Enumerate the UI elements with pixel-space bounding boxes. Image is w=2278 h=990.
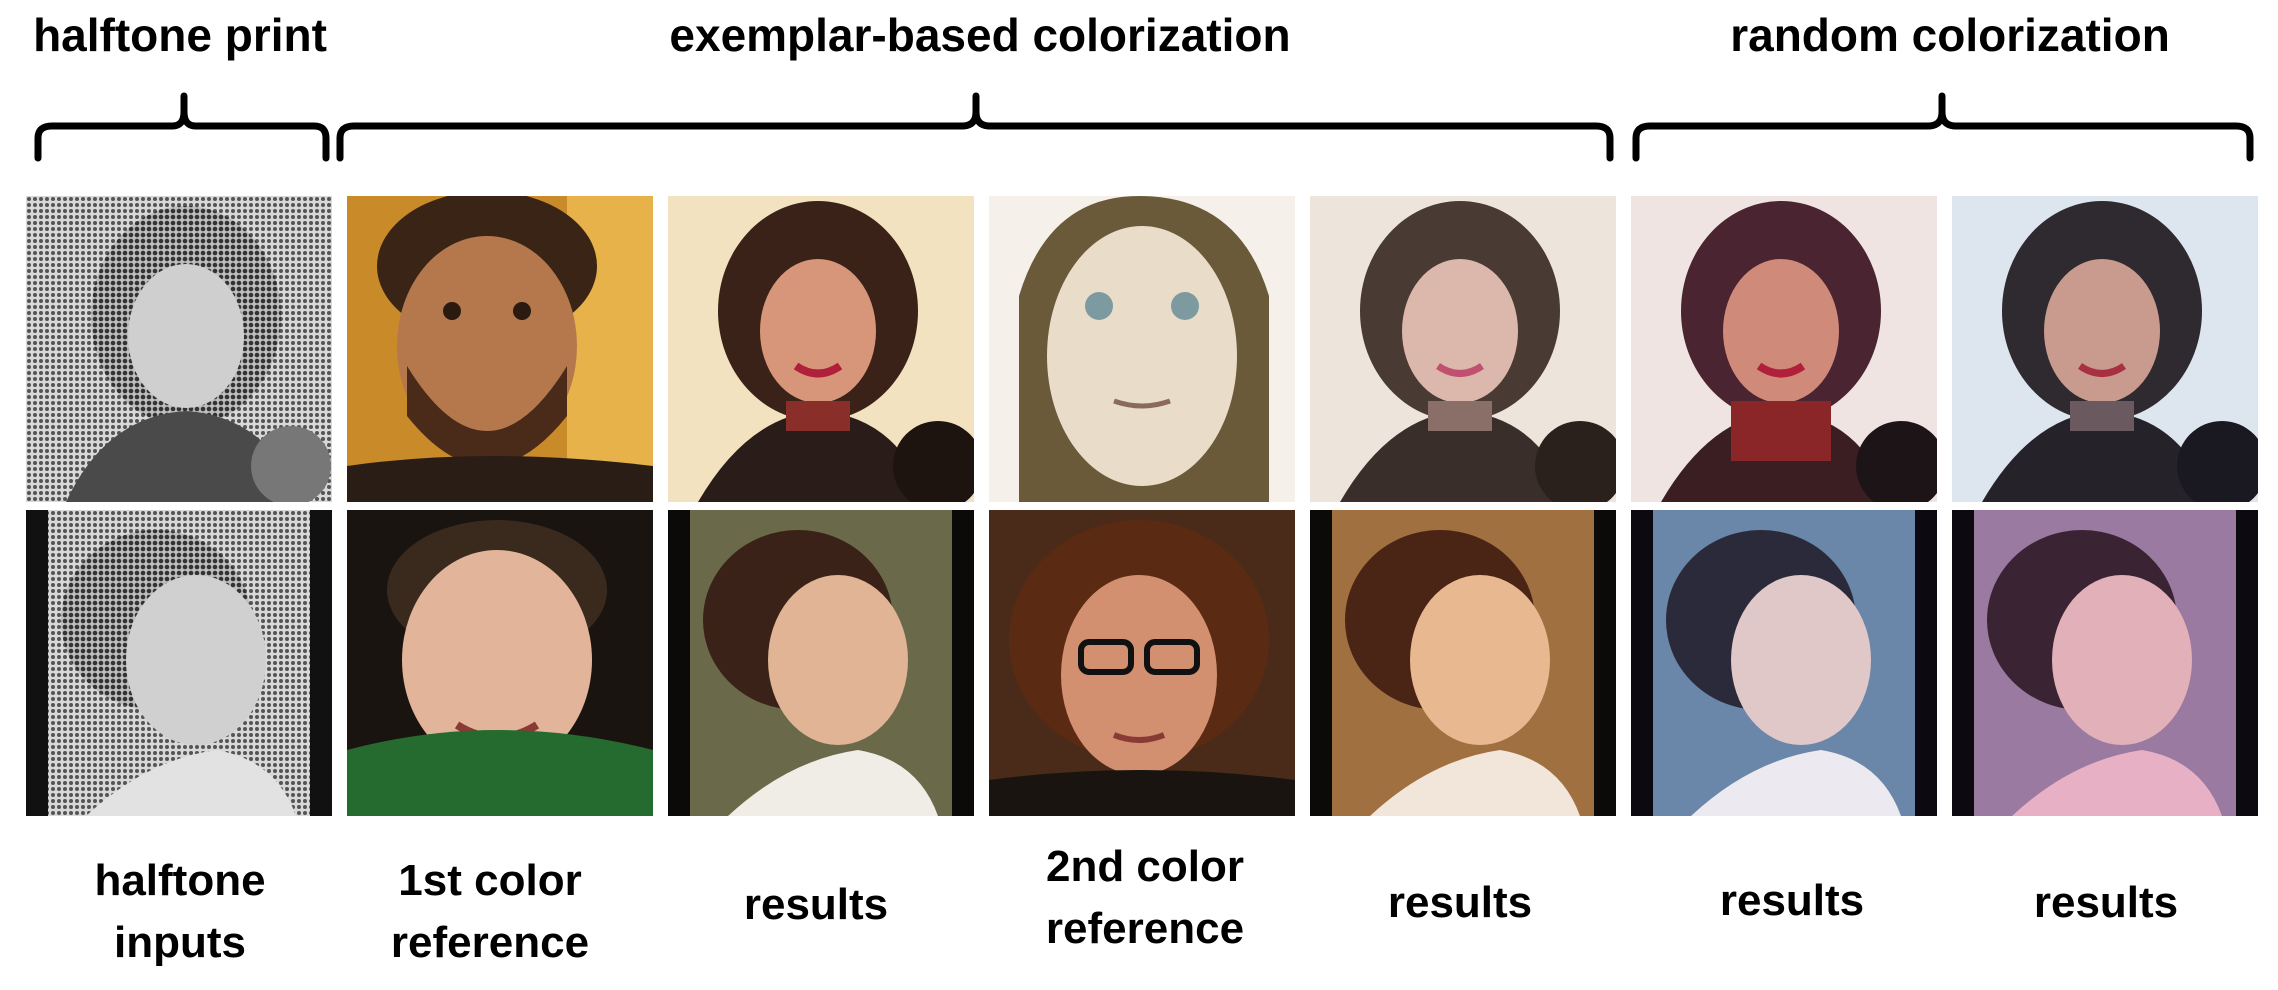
brace-random (1632, 92, 2254, 162)
color-reference-2-row-1 (989, 196, 1295, 502)
column-label-results-3: results (1719, 876, 1865, 925)
header-exemplar-colorization: exemplar-based colorization (669, 9, 1291, 61)
column-label-results-1: results (743, 880, 889, 929)
brace-exemplar (336, 92, 1614, 162)
random-result-2-row-2 (1952, 510, 2258, 816)
section-braces (34, 92, 2254, 162)
halftone-input-2 (26, 510, 332, 816)
header-random-colorization: random colorization (1730, 9, 2170, 61)
random-result-1-row-1 (1631, 196, 1937, 502)
exemplar-result-2-row-2 (1310, 510, 1616, 816)
random-result-2-row-1 (1952, 196, 2258, 502)
exemplar-result-2-row-1 (1310, 196, 1616, 502)
header-halftone-print: halftone print (33, 9, 327, 61)
exemplar-result-1-row-1 (668, 196, 974, 502)
color-reference-2-row-2 (989, 510, 1295, 816)
color-reference-1-row-1 (347, 196, 653, 502)
column-label-results-4: results (2033, 878, 2179, 927)
brace-halftone (34, 92, 330, 162)
exemplar-result-1-row-2 (668, 510, 974, 816)
halftone-input-1 (26, 196, 332, 502)
color-reference-1-row-2 (347, 510, 653, 816)
column-label-results-2: results (1387, 878, 1533, 927)
random-result-1-row-2 (1631, 510, 1937, 816)
